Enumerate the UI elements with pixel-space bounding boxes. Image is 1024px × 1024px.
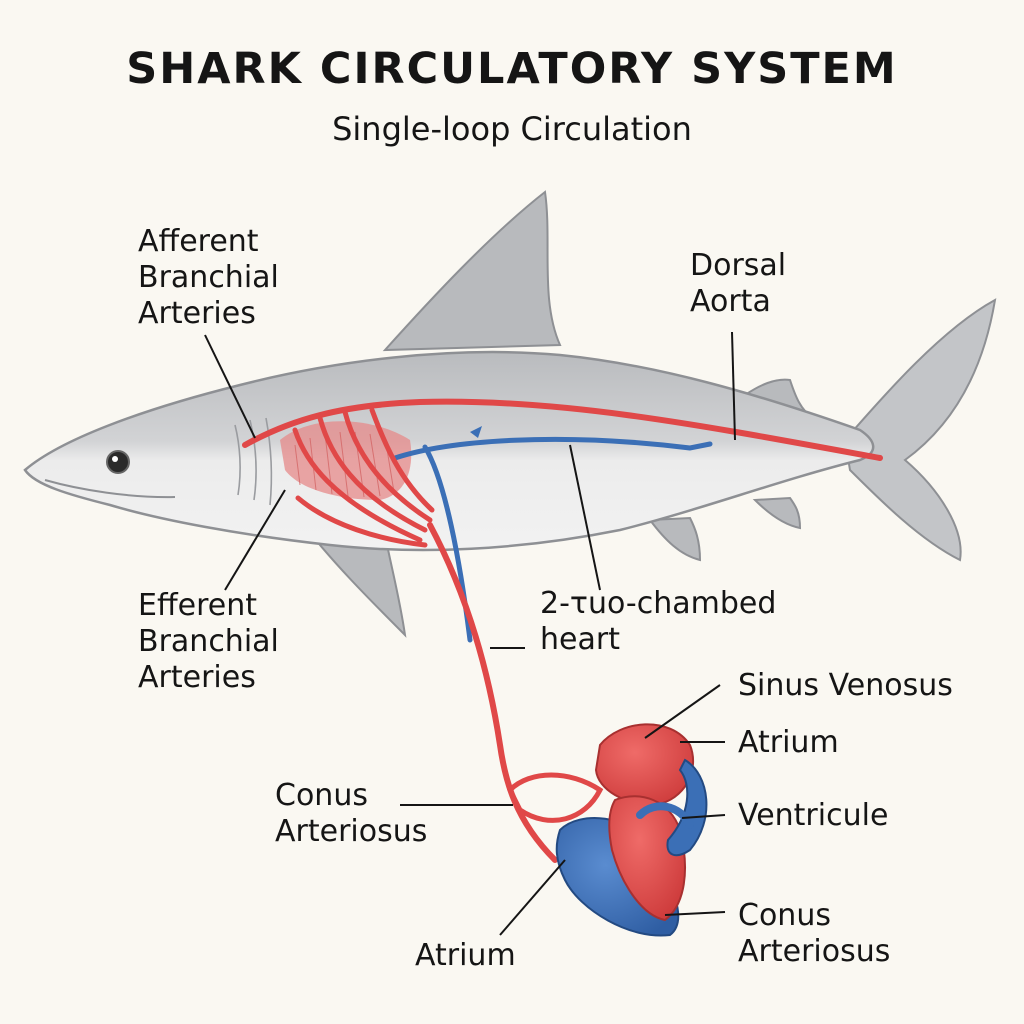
gill-slits — [234, 417, 273, 506]
eye — [106, 450, 130, 474]
label-atrium-bottom: Atrium — [415, 938, 516, 973]
leader-lines — [204, 331, 736, 936]
label-conus-arteriosus-left: Conus Arteriosus — [275, 778, 428, 849]
label-atrium-right: Atrium — [738, 725, 839, 760]
heart-blue-band — [636, 802, 694, 829]
anal-fin — [752, 496, 802, 530]
heart-blue-loop — [666, 758, 708, 857]
label-afferent-branchial-arteries: Afferent Branchial Arteries — [138, 224, 279, 331]
heart-sinus-venosus — [594, 723, 695, 807]
label-sinus-venosus: Sinus Venosus — [738, 668, 953, 703]
label-efferent-branchial-arteries: Efferent Branchial Arteries — [138, 588, 279, 695]
gill-tissue — [280, 421, 412, 500]
venous-vessel — [392, 436, 713, 461]
pelvic-fin — [648, 516, 702, 562]
aortic-loop — [506, 772, 604, 823]
label-conus-arteriosus-right: Conus Arteriosus — [738, 898, 891, 969]
branchial-arches — [292, 407, 435, 548]
dorsal-fin — [382, 190, 562, 352]
tail-fin — [843, 298, 997, 562]
mouth — [44, 479, 176, 499]
label-two-chambered-heart: 2-τuo-chambed heart — [540, 586, 777, 657]
diagram-title: SHARK CIRCULATORY SYSTEM — [126, 44, 898, 94]
label-dorsal-aorta: Dorsal Aorta — [690, 248, 787, 319]
ventral-aorta — [427, 522, 558, 863]
dorsal-aorta — [242, 398, 883, 461]
diagram-subtitle: Single-loop Circulation — [332, 110, 692, 148]
label-ventricule: Ventricule — [738, 798, 889, 833]
